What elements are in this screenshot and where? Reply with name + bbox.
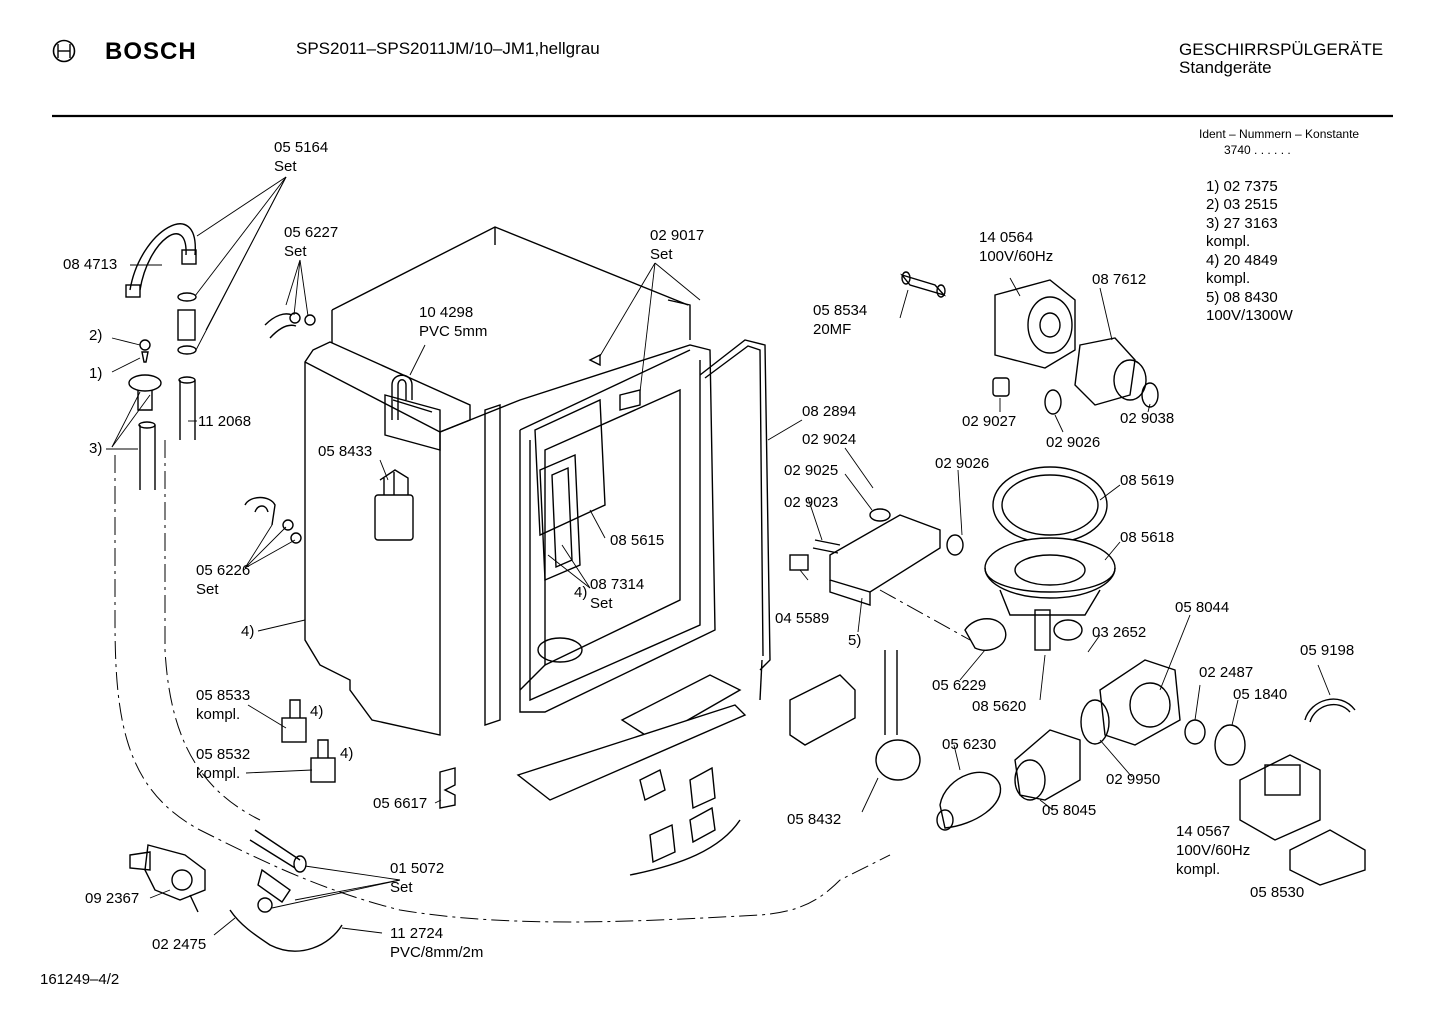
part-label: 4) — [310, 703, 324, 720]
part-label: 08 5620 — [972, 698, 1027, 715]
part-label: 20MF — [813, 321, 852, 338]
part-label: 08 5618 — [1120, 529, 1175, 546]
part-label: 05 5164 — [274, 139, 329, 156]
part-label: 5) — [848, 632, 862, 649]
drawing-number: 161249–4/2 — [40, 971, 120, 988]
part-label: 05 9198 — [1300, 642, 1355, 659]
ident-item: 3) 27 3163 — [1206, 215, 1278, 232]
part-label: 02 9017 — [650, 227, 705, 244]
ident-item: 100V/1300W — [1206, 307, 1293, 324]
part-label: 02 9026 — [1046, 434, 1101, 451]
part-label: 08 7314 — [590, 576, 645, 593]
part-label: 05 6230 — [942, 736, 997, 753]
model-title: SPS2011–SPS2011JM/10–JM1,hellgrau — [296, 39, 600, 58]
part-label: kompl. — [196, 706, 241, 723]
part-label: 08 5619 — [1120, 472, 1175, 489]
part-label: kompl. — [1176, 861, 1221, 878]
part-label: 08 4713 — [63, 256, 118, 273]
part-label: 05 6229 — [932, 677, 987, 694]
part-label: 2) — [89, 327, 103, 344]
category-title: GESCHIRRSPÜLGERÄTE — [1179, 40, 1384, 59]
part-label: Set — [274, 158, 297, 175]
part-label: 05 6617 — [373, 795, 428, 812]
part-label: Set — [590, 595, 613, 612]
part-label: 02 9038 — [1120, 410, 1175, 427]
part-label: 02 9025 — [784, 462, 839, 479]
part-label: 05 8532 — [196, 746, 251, 763]
part-label: 02 2475 — [152, 936, 207, 953]
part-label: 02 9023 — [784, 494, 839, 511]
part-label: PVC 5mm — [419, 323, 488, 340]
part-label: PVC/8mm/2m — [390, 944, 484, 961]
part-label: 05 1840 — [1233, 686, 1288, 703]
part-label: Set — [390, 879, 413, 896]
ident-item: kompl. — [1206, 270, 1251, 287]
part-label: 02 2487 — [1199, 664, 1254, 681]
ident-title: Ident – Nummern – Konstante — [1199, 127, 1360, 141]
ident-item: 4) 20 4849 — [1206, 252, 1278, 269]
part-label: 05 8044 — [1175, 599, 1230, 616]
part-label: 05 8433 — [318, 443, 373, 460]
part-label: 05 8530 — [1250, 884, 1305, 901]
part-label: 01 5072 — [390, 860, 445, 877]
part-label: 14 0564 — [979, 229, 1034, 246]
part-label: 05 8533 — [196, 687, 251, 704]
ident-item: kompl. — [1206, 233, 1251, 250]
part-label: 11 2724 — [390, 925, 444, 942]
part-label: 11 2068 — [198, 413, 252, 430]
bosch-armature-icon — [52, 39, 76, 63]
part-label: 4) — [241, 623, 255, 640]
ident-item: 2) 03 2515 — [1206, 196, 1278, 213]
subcategory-title: Standgeräte — [1179, 58, 1272, 77]
part-label: Set — [284, 243, 307, 260]
part-label: 02 9027 — [962, 413, 1017, 430]
part-label: 04 5589 — [775, 610, 830, 627]
part-label: 05 8432 — [787, 811, 842, 828]
ident-constant: 3740 . . . . . . — [1224, 143, 1291, 157]
part-label: Set — [650, 246, 673, 263]
part-label: 100V/60Hz — [1176, 842, 1251, 859]
part-label: 03 2652 — [1092, 624, 1147, 641]
part-label: 05 6227 — [284, 224, 339, 241]
part-label: 02 9026 — [935, 455, 990, 472]
part-label: Set — [196, 581, 219, 598]
part-label: kompl. — [196, 765, 241, 782]
part-label: 02 9024 — [802, 431, 857, 448]
part-label: 10 4298 — [419, 304, 474, 321]
part-label: 05 8045 — [1042, 802, 1097, 819]
part-label: 4) — [574, 584, 588, 601]
part-label: 08 2894 — [802, 403, 857, 420]
part-label: 100V/60Hz — [979, 248, 1054, 265]
inlet-hose-parts-drawing — [114, 223, 891, 952]
part-label: 4) — [340, 745, 354, 762]
leader-lines — [106, 176, 1331, 936]
part-label: 3) — [89, 440, 103, 457]
ident-item: 5) 08 8430 — [1206, 289, 1278, 306]
part-label: 09 2367 — [85, 890, 140, 907]
pump-heater-parts-drawing — [629, 271, 1366, 886]
part-label: 05 6226 — [196, 562, 251, 579]
part-label: 1) — [89, 365, 103, 382]
part-label: 05 8534 — [813, 302, 868, 319]
part-label: 02 9950 — [1106, 771, 1161, 788]
part-label: 08 7612 — [1092, 271, 1147, 288]
ident-item: 1) 02 7375 — [1206, 178, 1278, 195]
part-label: 08 5615 — [610, 532, 665, 549]
brand-name: BOSCH — [105, 38, 197, 65]
part-label: 14 0567 — [1176, 823, 1231, 840]
